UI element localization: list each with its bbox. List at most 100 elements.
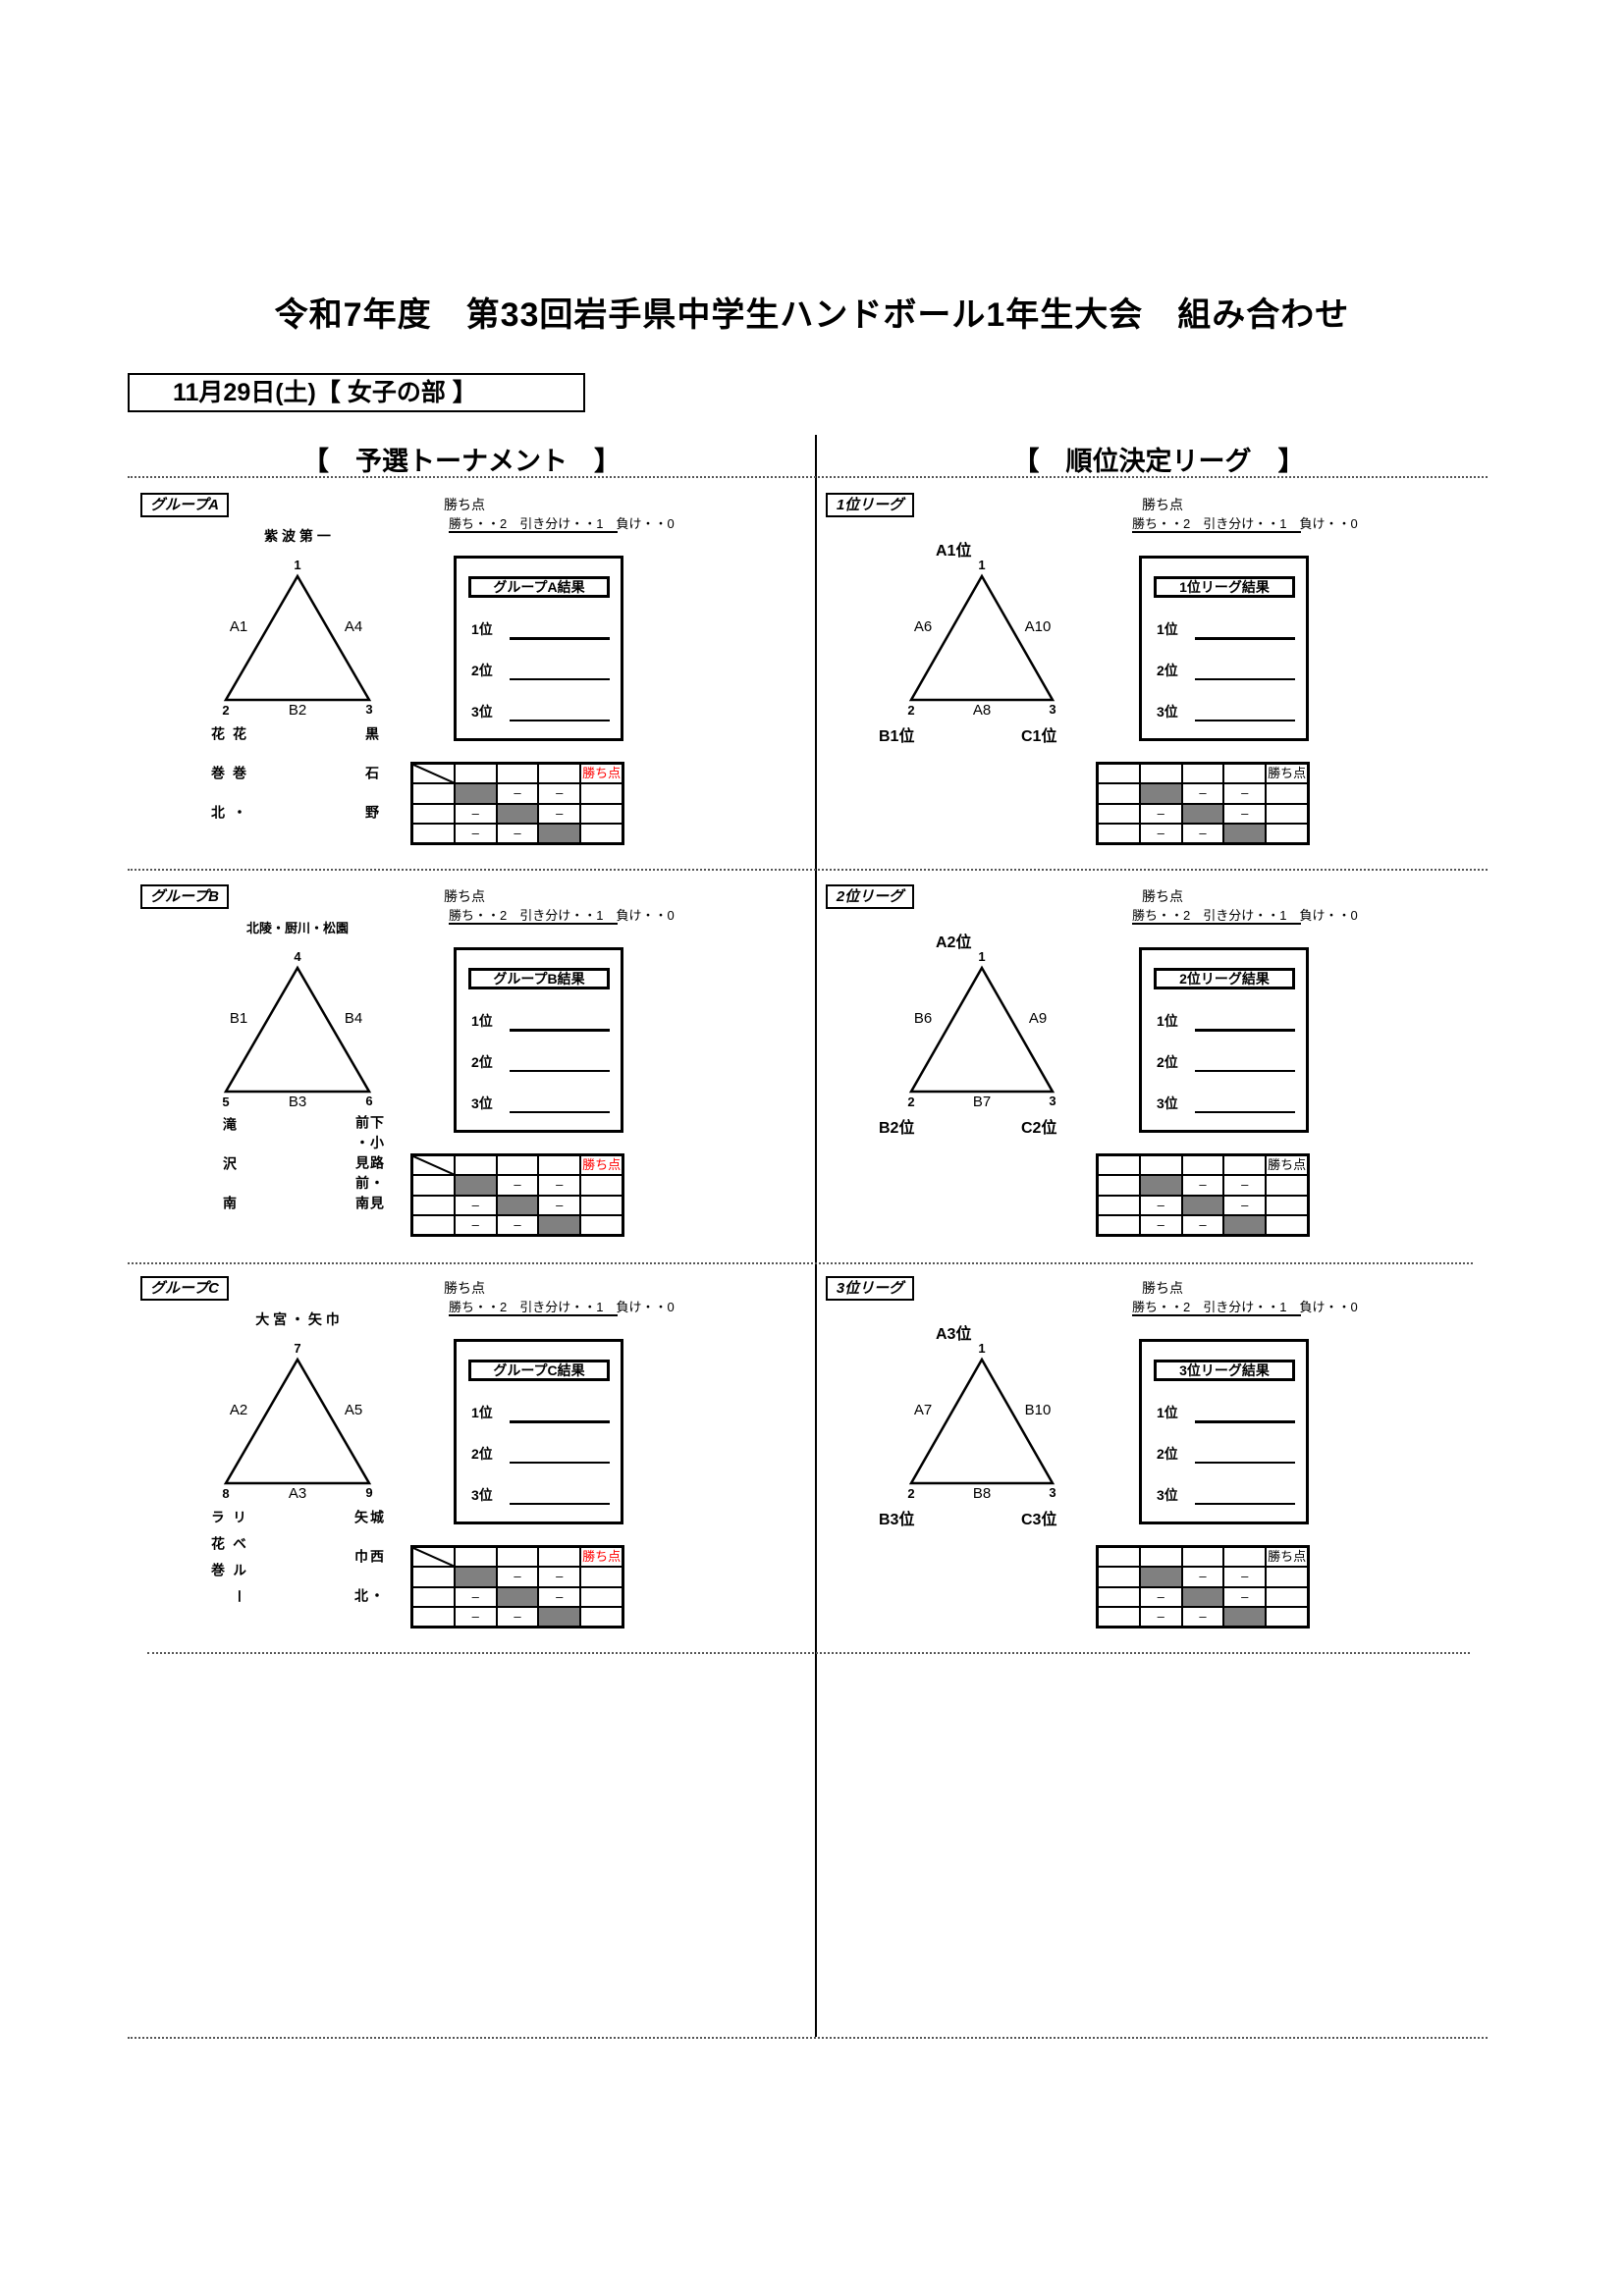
prelim-tournament-header: 【 予選トーナメント 】	[302, 447, 621, 476]
table-cell	[581, 1607, 622, 1626]
table-cell	[1099, 784, 1139, 803]
table-cell	[1224, 765, 1266, 783]
table-cell	[1267, 1607, 1307, 1626]
table-cell	[581, 804, 622, 823]
rank-label: 2位	[1157, 663, 1178, 678]
divider-line	[128, 2037, 1488, 2039]
result-title: グループC結果	[468, 1360, 610, 1381]
match-label-bottom: A8	[972, 702, 992, 719]
table-cell	[581, 1196, 622, 1214]
match-label-right: B4	[344, 1010, 363, 1027]
table-cell-score: –	[1182, 1176, 1223, 1195]
table-cell-score: –	[455, 824, 496, 842]
table-cell	[455, 1156, 496, 1175]
team-left: B3位	[879, 1512, 915, 1528]
rank-label: 3位	[471, 1487, 493, 1503]
standings-table: 勝ち点––––––	[1096, 1153, 1310, 1237]
rank-label: 3位	[1157, 1095, 1178, 1111]
rank-entry-line	[1195, 1462, 1295, 1464]
table-cell	[1267, 784, 1307, 803]
vertex-number-top: 1	[978, 1341, 986, 1356]
table-cell	[1140, 1156, 1181, 1175]
team-left: B1位	[879, 728, 915, 745]
vertex-number-right: 9	[365, 1485, 373, 1500]
team-right: C1位	[1021, 728, 1057, 745]
triangle-lines	[908, 1357, 1056, 1485]
match-label-left: A6	[913, 618, 933, 635]
table-cell-self	[1182, 804, 1223, 823]
match-label-right: A9	[1028, 1010, 1048, 1027]
table-cell	[413, 784, 454, 803]
table-cell-self	[455, 1568, 496, 1586]
table-cell	[581, 824, 622, 842]
table-cell	[1140, 1548, 1181, 1567]
table-cell	[539, 1548, 580, 1567]
table-cell-self	[1182, 1196, 1223, 1214]
rank-entry-line	[510, 637, 610, 640]
team-top: A3位	[936, 1326, 972, 1343]
result-title: グループB結果	[468, 968, 610, 989]
points-column-header: 勝ち点	[1267, 1156, 1307, 1175]
table-cell	[413, 804, 454, 823]
points-title: 勝ち点	[1142, 888, 1183, 904]
table-cell	[581, 1568, 622, 1586]
rank-label: 1位	[471, 1405, 493, 1420]
table-cell-score: –	[455, 1607, 496, 1626]
table-cell-score: –	[497, 1568, 538, 1586]
rank-entry-line	[1195, 1029, 1295, 1032]
points-column-header: 勝ち点	[581, 1548, 622, 1567]
table-cell	[413, 1156, 454, 1175]
table-cell-score: –	[539, 1176, 580, 1195]
points-title: 勝ち点	[444, 888, 485, 904]
bracket-triangle	[908, 573, 1056, 702]
table-cell-score: –	[539, 1587, 580, 1606]
table-cell	[1182, 1548, 1223, 1567]
table-cell-self	[455, 1176, 496, 1195]
triangle-lines	[908, 573, 1056, 702]
rank-label: 1位	[1157, 1013, 1178, 1029]
standings-table: 勝ち点––––––	[410, 1153, 624, 1237]
table-cell-score: –	[497, 1607, 538, 1626]
table-cell-self	[497, 1587, 538, 1606]
rank-entry-line	[1195, 678, 1295, 680]
result-title: 3位リーグ結果	[1154, 1360, 1295, 1381]
match-label-left: A7	[913, 1402, 933, 1418]
table-cell-score: –	[1140, 804, 1181, 823]
table-cell-self	[497, 804, 538, 823]
table-cell	[1099, 1176, 1139, 1195]
vertex-number-top: 1	[978, 949, 986, 964]
vertex-number-top: 7	[294, 1341, 301, 1356]
table-cell-score: –	[497, 1215, 538, 1234]
match-label-right: A4	[344, 618, 363, 635]
table-cell	[413, 824, 454, 842]
match-label-bottom: B2	[288, 702, 307, 719]
diagonal-header-line	[413, 765, 454, 783]
table-cell	[413, 1176, 454, 1195]
points-rule: 勝ち・・2 引き分け・・1 負け・・0	[1132, 908, 1358, 925]
team-right: C2位	[1021, 1120, 1057, 1137]
result-box	[454, 1339, 623, 1524]
table-cell	[581, 1176, 622, 1195]
standings-table: 勝ち点––––––	[1096, 1545, 1310, 1629]
rank-label: 3位	[1157, 704, 1178, 720]
table-cell-score: –	[497, 784, 538, 803]
table-cell	[1099, 804, 1139, 823]
team-top: 大 宮 ・ 矢 巾	[255, 1311, 340, 1327]
points-rule: 勝ち・・2 引き分け・・1 負け・・0	[1132, 516, 1358, 533]
table-cell-score: –	[539, 1196, 580, 1214]
rank-entry-line	[1195, 1070, 1295, 1072]
rank-entry-line	[510, 678, 610, 680]
team-top: 北陵・厨川・松園	[245, 921, 349, 935]
table-cell	[1267, 1587, 1307, 1606]
table-cell	[1182, 1156, 1223, 1175]
match-label-bottom: A3	[288, 1485, 307, 1502]
team-left: 花巻・花巻北	[210, 726, 247, 844]
triangle-lines	[908, 965, 1056, 1094]
rank-label: 2位	[471, 1054, 493, 1070]
table-cell	[1224, 1548, 1266, 1567]
divider-line	[128, 476, 1488, 478]
table-cell	[1182, 765, 1223, 783]
